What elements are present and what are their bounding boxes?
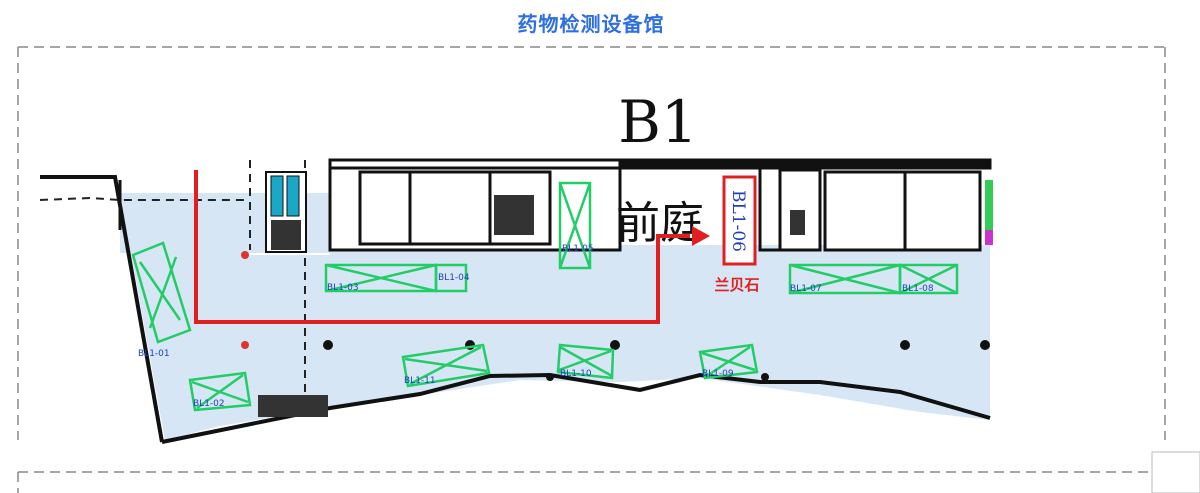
booth-labels: BL1-01 BL1-02 BL1-03 BL1-04 BL1-05 BL1-0… [138,244,934,409]
booth-label: BL1-03 [327,283,359,293]
dashed-guides [39,160,306,405]
route-arrow [194,170,690,324]
columns [323,340,990,381]
stairs-2 [790,210,805,235]
booth-label: BL1-05 [562,244,594,254]
highlight-booth-label: BL1-06 [728,190,748,252]
booth-BL1-11 [401,343,491,388]
booth-BL1-06-highlight[interactable] [722,175,757,266]
escalator [265,171,307,253]
booth-BL1-01 [131,241,192,344]
walls [40,175,991,444]
booth-label: BL1-01 [138,349,170,359]
booth-label: BL1-04 [438,273,470,283]
exhibitor-name: 兰贝石 [714,276,759,294]
stairs-1 [494,195,534,235]
booth-BL1-08 [898,263,959,295]
booth-label: BL1-11 [404,376,436,386]
booth-label: BL1-08 [902,284,934,294]
arrow-head [692,226,710,246]
booth-label: BL1-10 [560,369,592,379]
lower-seats [258,395,328,417]
floor-label: B1 [618,88,698,156]
booth-BL1-09 [698,343,759,380]
floor-area [120,193,990,440]
booth-BL1-04 [434,263,468,293]
booth-BL1-05 [558,181,592,270]
booth-BL1-10 [556,343,615,380]
booth-label: BL1-09 [702,369,734,379]
booth-BL1-02 [188,371,252,412]
map-frame [17,46,1200,493]
side-marker-2 [985,230,993,245]
column-dots-red [241,251,249,349]
booth-label: BL1-02 [193,399,225,409]
side-marker [985,180,993,240]
page-title: 药物检测设备馆 [517,12,665,36]
booths [131,181,959,412]
booth-label: BL1-07 [790,284,822,294]
corner-box [1151,451,1200,493]
